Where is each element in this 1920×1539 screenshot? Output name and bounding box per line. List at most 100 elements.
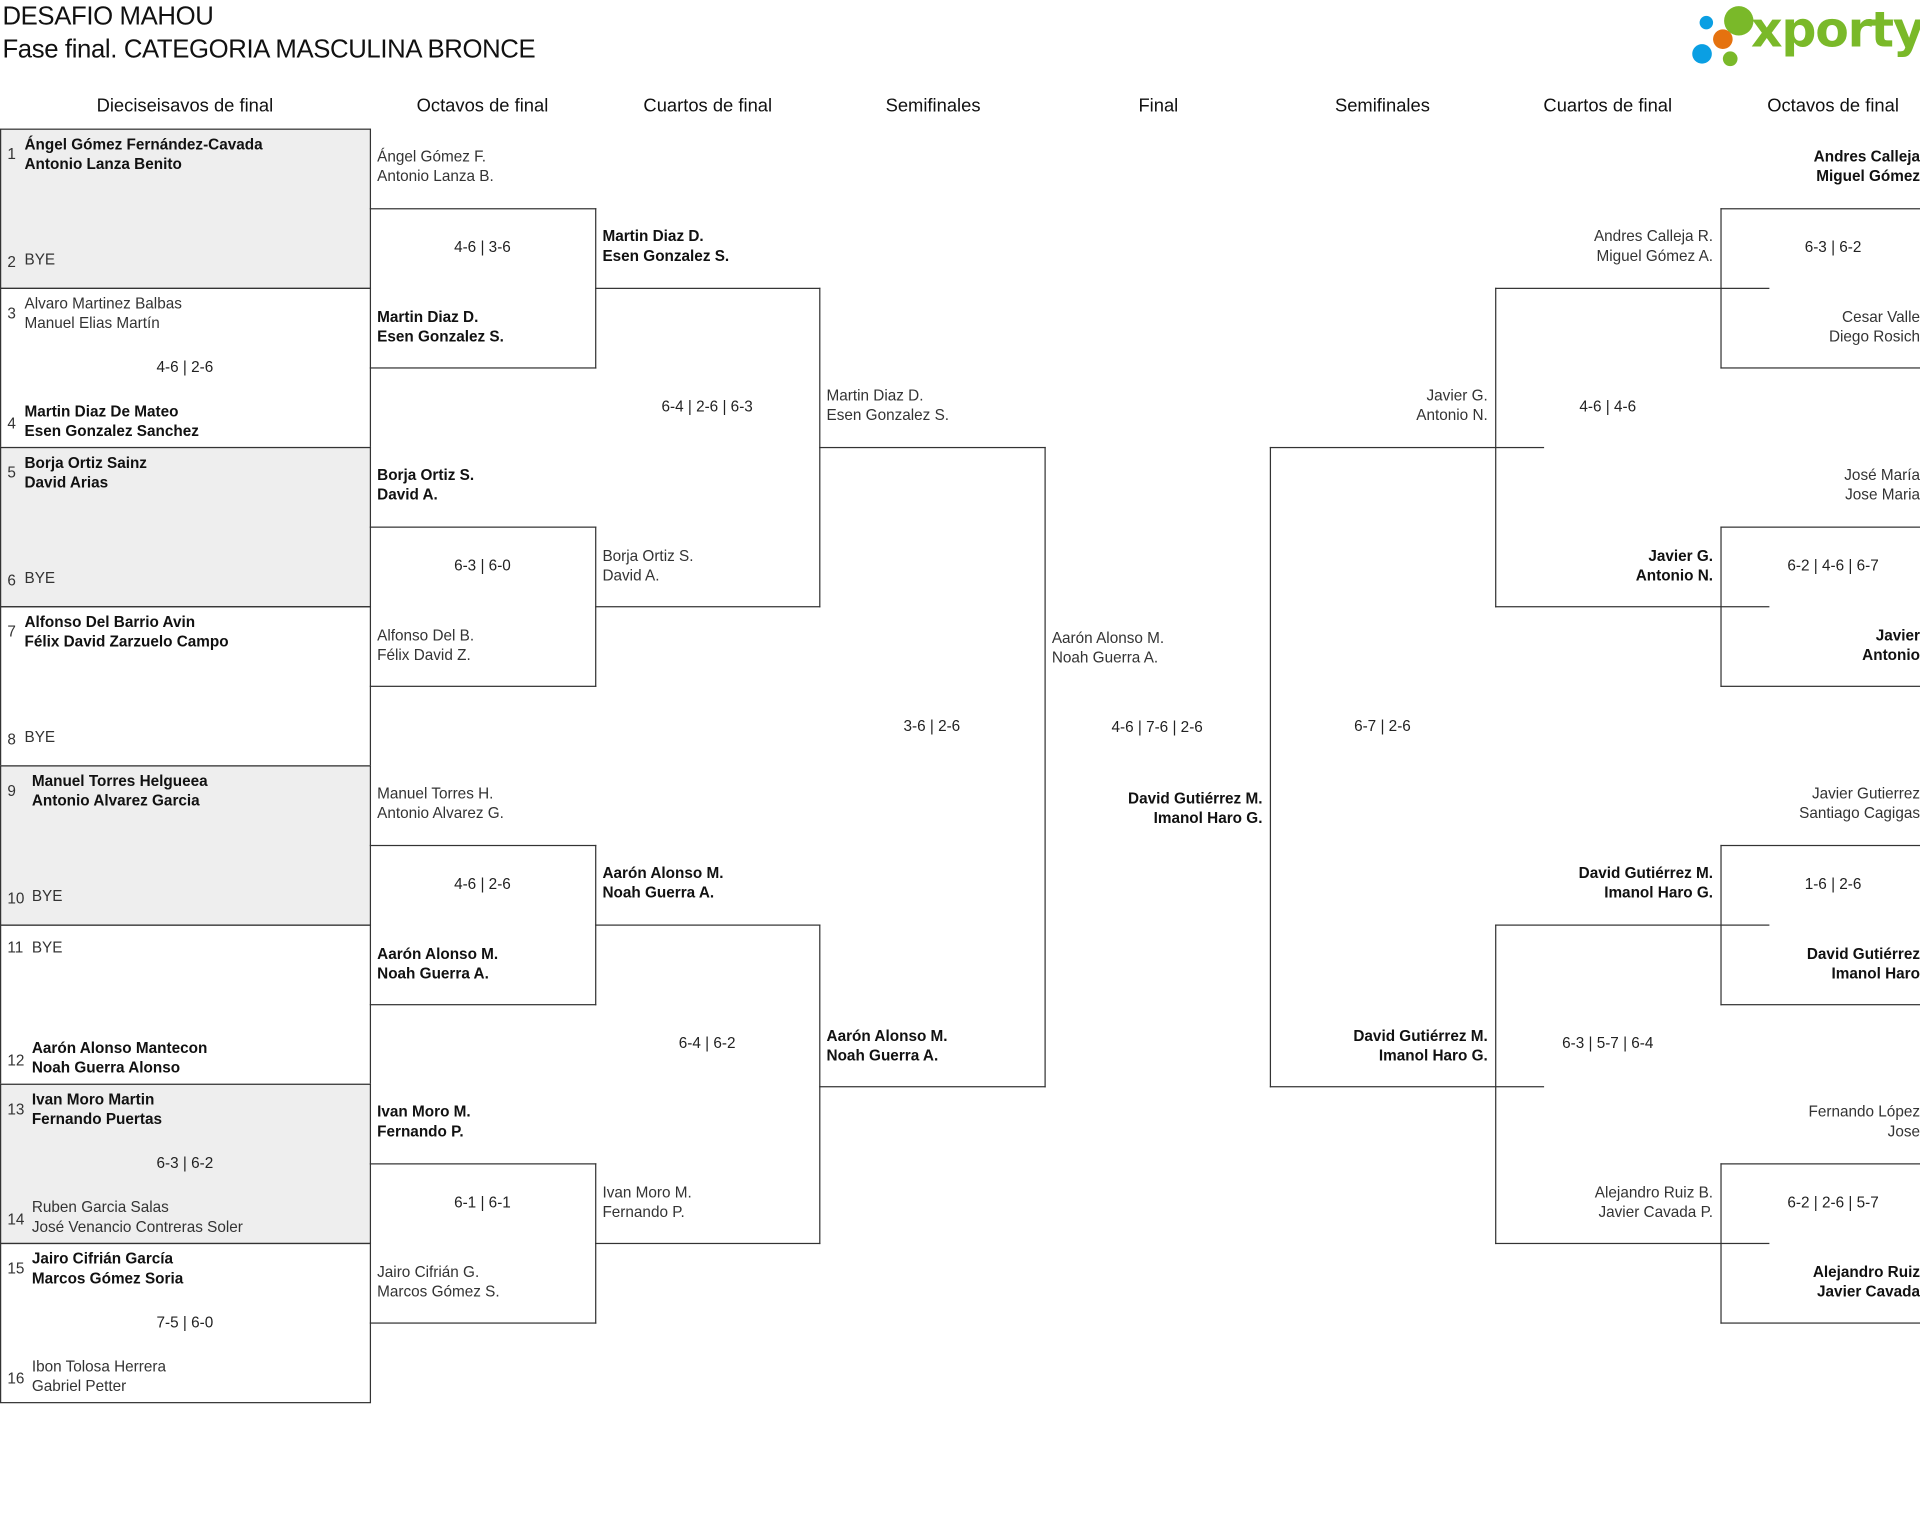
seed-number: 15 [7,1260,25,1278]
player-name: Ángel Gómez F. [377,148,487,166]
player-name: Fernando López [1808,1103,1920,1121]
team-entry[interactable]: Martin Diaz D.Esen Gonzalez S. [377,307,504,346]
player-name: Alfonso Del Barrio Avin [24,613,196,631]
player-name: Noah Guerra A. [826,1046,939,1065]
player-name: Borja Ortiz Sainz [24,454,147,472]
team-entry[interactable]: Aarón Alonso M.Noah Guerra A. [1052,628,1164,667]
player-name: Manuel Torres H. [377,784,494,803]
seed-number: 10 [7,890,25,908]
player-name: Marcos Gómez Soria [31,1269,184,1287]
player-name: David Gutiérrez [1806,945,1920,963]
team-entry[interactable]: Ivan Moro M.Fernando P. [602,1183,691,1222]
team-entry[interactable]: Borja Ortiz S.David A. [377,465,474,504]
player-name: Javier Gutierrez [1811,784,1920,803]
team-entry[interactable]: BYE [24,568,55,588]
player-name: Diego Rosich [1828,328,1920,346]
team-entry[interactable]: Martin Diaz D.Esen Gonzalez S. [602,227,729,266]
player-name: Imanol Haro [1831,964,1920,983]
player-name: Gabriel Petter [31,1377,127,1395]
player-name: Esen Gonzalez S. [826,406,950,424]
team-entry[interactable]: David Gutiérrez M.Imanol Haro G. [1353,1026,1487,1065]
team-entry[interactable]: Alfonso Del B.Félix David Z. [377,626,474,665]
seed-number: 16 [7,1370,25,1388]
player-name: Marcos Gómez S. [377,1283,500,1301]
team-entry[interactable]: Jairo Cifrián G.Marcos Gómez S. [377,1262,499,1301]
player-name: Ibon Tolosa Herrera [31,1357,166,1376]
team-entry[interactable]: Javier G.Antonio N. [1416,386,1487,425]
player-name: Antonio Alvarez G. [377,804,504,822]
player-name: Martin Diaz D. [602,227,704,245]
team-entry[interactable]: Ivan Moro M.Fernando P. [377,1102,471,1141]
seed-number: 1 [7,145,16,163]
column-header-2: Cuartos de final [643,95,773,117]
player-name: Noah Guerra A. [602,884,715,902]
match-box [1720,844,1920,1006]
team-entry[interactable]: Manuel Torres H.Antonio Alvarez G. [377,784,504,823]
match-box [1495,287,1770,608]
player-name: Aarón Alonso M. [826,1027,948,1045]
team-entry[interactable]: BYE [24,250,55,270]
team-entry[interactable]: David Gutiérrez M.Imanol Haro G. [1128,789,1262,828]
match-score: 4-6 | 2-6 [454,875,511,893]
player-name: David A. [602,566,660,585]
team-entry[interactable]: Aarón Alonso M.Noah Guerra A. [377,944,498,983]
xporty-logo: xporty [1690,2,1920,71]
team-entry[interactable]: Borja Ortiz S.David A. [602,546,693,585]
match-score: 6-7 | 2-6 [1354,717,1411,735]
player-name: Félix David Z. [377,646,471,664]
player-name: BYE [24,728,56,746]
team-entry[interactable]: Andres Calleja R.Miguel Gómez A. [1594,227,1713,266]
team-entry[interactable]: Ángel Gómez F.Antonio Lanza B. [377,147,494,186]
player-name: Ivan Moro M. [602,1184,692,1202]
player-name: Javier Cavada P. [1598,1203,1714,1221]
match-score: 6-3 | 6-2 [1804,238,1862,256]
match-box [595,924,821,1245]
team-entry[interactable]: Javier G.Antonio N. [1636,546,1713,585]
team-entry[interactable]: Martin Diaz D.Esen Gonzalez S. [827,386,950,425]
team-entry[interactable]: Aarón Alonso M.Noah Guerra A. [602,863,723,902]
team-entry[interactable]: David Gutiérrez M.Imanol Haro G. [1579,863,1713,902]
player-name: Manuel Elias Martín [24,314,160,332]
player-name: David Gutiérrez M. [1353,1027,1488,1045]
team-entry[interactable]: BYE [24,727,55,747]
player-name: Javier Cavada [1817,1283,1920,1301]
player-name: BYE [31,939,63,957]
seed-number: 14 [7,1211,25,1229]
player-name: Martin Diaz De Mateo [24,402,179,421]
player-name: Borja Ortiz S. [602,547,694,565]
logo-dot-icon [1699,15,1714,30]
match-box [1720,1163,1920,1324]
team-entry[interactable]: Aarón Alonso M.Noah Guerra A. [827,1026,948,1065]
player-name: Esen Gonzalez S. [377,328,504,346]
player-name: Antonio Lanza B. [377,167,494,185]
team-entry[interactable]: BYE [32,938,63,958]
tournament-subtitle: Fase final. CATEGORIA MASCULINA BRONCE [2,35,536,64]
player-name: Alvaro Martinez Balbas [24,295,182,313]
player-name: Santiago Cagigas [1799,804,1920,822]
player-name: Andres Calleja [1813,148,1920,166]
player-name: Fernando P. [602,1203,685,1221]
match-score: 6-1 | 6-1 [454,1193,511,1212]
team-entry[interactable]: BYE [32,887,63,907]
team-entry[interactable]: Alejandro Ruiz B.Javier Cavada P. [1595,1183,1713,1222]
player-name: Fernando Puertas [31,1110,162,1128]
